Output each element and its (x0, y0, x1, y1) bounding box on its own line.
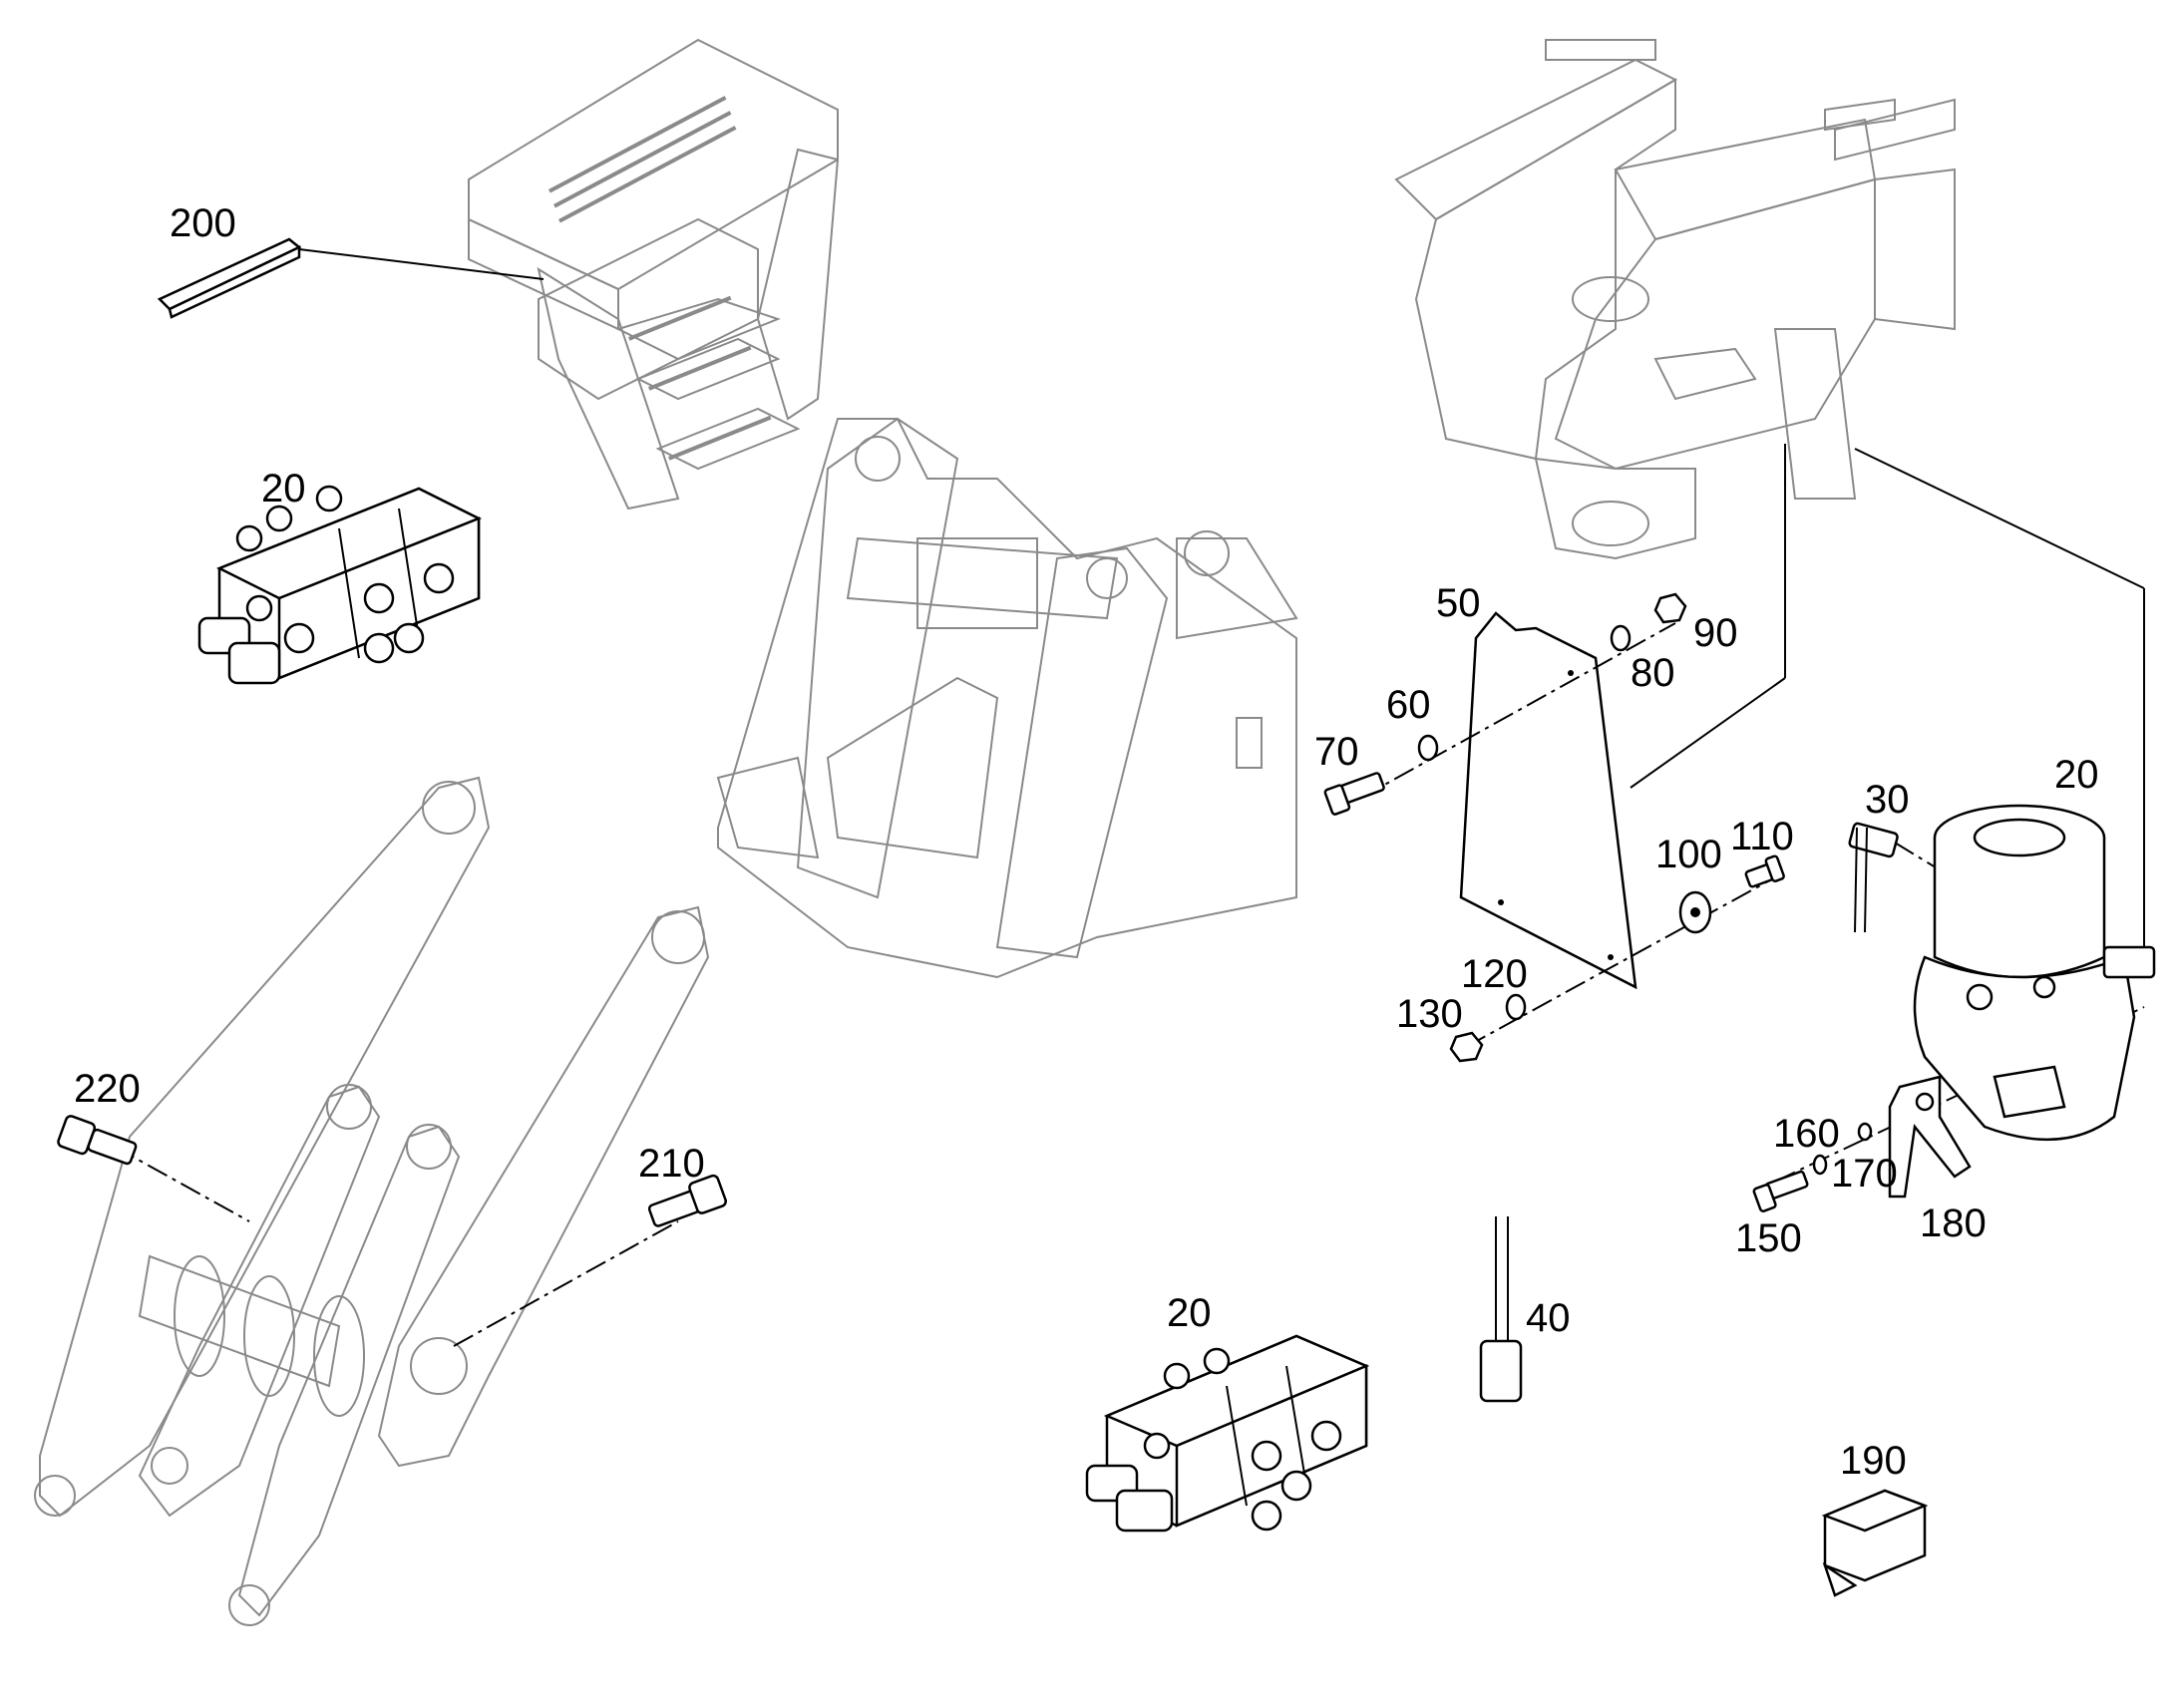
nut-130 (1449, 1031, 1484, 1063)
callout-80: 80 (1631, 651, 1675, 695)
callout-150: 150 (1735, 1216, 1802, 1260)
distributor-valve-top-20 (197, 485, 483, 685)
callout-180: 180 (1920, 1201, 1987, 1245)
callout-110: 110 (1730, 815, 1794, 858)
callout-210: 210 (638, 1142, 705, 1186)
callout-30: 30 (1865, 778, 1910, 822)
ladder-steps-ghost (468, 38, 840, 511)
bolt-70 (1323, 772, 1385, 816)
leader-pump-frame (1854, 448, 2145, 589)
leader-plate-frame (1630, 677, 1786, 789)
bolt-110 (1744, 854, 1785, 888)
loader-arms-ghost (34, 776, 710, 1626)
bolt-220 (57, 1115, 138, 1166)
front-frame-ghost (716, 417, 1298, 979)
washer-60 (1417, 734, 1439, 762)
washer-160 (1857, 1122, 1873, 1142)
axis-plate-top (1360, 622, 1676, 799)
bolt-150 (1752, 1170, 1809, 1212)
callout-100: 100 (1655, 833, 1722, 876)
callout-220: 220 (74, 1067, 141, 1111)
callout-90: 90 (1693, 611, 1738, 655)
callout-130: 130 (1396, 992, 1463, 1036)
axis-arm-210 (453, 1220, 679, 1347)
callout-170: 170 (1831, 1152, 1898, 1196)
bolt-210 (647, 1174, 727, 1227)
washer-80 (1610, 624, 1632, 652)
distributor-valve-bottom-20 (1085, 1334, 1370, 1533)
callout-20-pump: 20 (2054, 753, 2099, 797)
callout-20-valve-top: 20 (261, 467, 306, 511)
callout-160: 160 (1773, 1112, 1840, 1156)
connector-plug-30 (1848, 822, 1899, 933)
callout-40: 40 (1526, 1296, 1571, 1340)
callout-190: 190 (1840, 1439, 1907, 1483)
nut-90 (1653, 592, 1687, 624)
washer-170 (1812, 1154, 1828, 1176)
cover-plate-50 (1459, 611, 1637, 990)
washer-120 (1505, 993, 1527, 1021)
lubrication-pump-20 (1913, 804, 2156, 1142)
rubber-profile-200 (157, 237, 545, 319)
axis-arm-220 (114, 1146, 250, 1222)
relay-190 (1821, 1489, 1929, 1597)
bracket-180 (1888, 1075, 1972, 1198)
rear-frame-ghost (1394, 39, 1956, 560)
callout-60: 60 (1386, 683, 1431, 727)
callout-70: 70 (1314, 730, 1359, 774)
washer-100-hole (1690, 907, 1700, 917)
callout-20-valve-bottom: 20 (1167, 1291, 1212, 1335)
callout-120: 120 (1461, 952, 1528, 996)
callout-200: 200 (170, 201, 236, 245)
filler-rod-40 (1479, 1216, 1523, 1403)
callout-50: 50 (1436, 581, 1481, 625)
